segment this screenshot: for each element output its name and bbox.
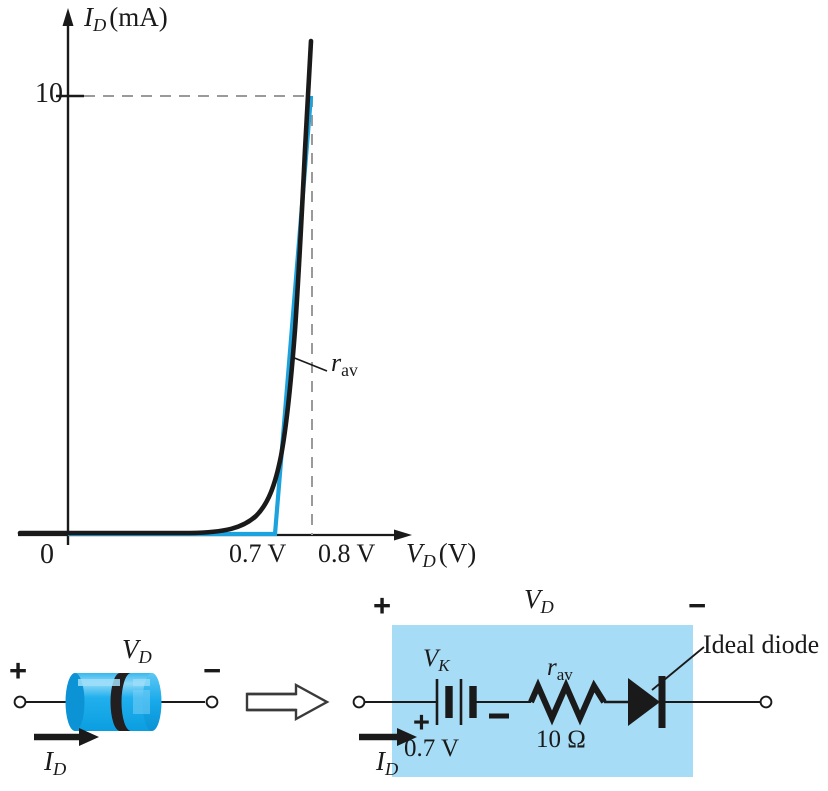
series-piecewise-linear-approximation xyxy=(68,95,314,537)
right-plus-sign: + xyxy=(373,588,392,623)
resistor-symbol-label: rav xyxy=(547,655,573,683)
chart-plot-area xyxy=(17,8,412,545)
right-circuit xyxy=(352,625,773,777)
right-voltage-var: V xyxy=(524,584,541,614)
y-axis-label-sub: D xyxy=(93,15,107,36)
right-terminal-minus xyxy=(759,695,773,709)
r-av-annotation: rav xyxy=(331,350,358,380)
right-current-sub: D xyxy=(385,759,399,780)
ideal-diode-callout: Ideal diode xyxy=(703,630,820,659)
x-axis-label-unit: (V) xyxy=(438,538,477,568)
implication-arrow-icon xyxy=(245,682,330,722)
right-voltage-label: VD xyxy=(524,586,554,617)
battery-value-label: 0.7 V xyxy=(404,735,460,762)
y-tick-label-10: 10 xyxy=(35,78,63,109)
left-voltage-sub: D xyxy=(138,647,152,668)
y-axis-label: ID(mA) xyxy=(84,4,168,35)
left-terminal-plus xyxy=(13,695,27,709)
right-current-var: I xyxy=(376,746,385,776)
y-axis xyxy=(62,8,74,545)
y-axis-label-unit: (mA) xyxy=(109,2,168,32)
battery-symbol-label: VK xyxy=(423,646,450,674)
battery-symbol-sub: K xyxy=(438,655,450,675)
left-plus-sign: + xyxy=(9,653,28,688)
series-actual-characteristic xyxy=(17,38,314,536)
ideal-diode-icon xyxy=(628,676,773,728)
resistor-value-label: 10 Ω xyxy=(536,726,586,753)
x-axis-label: VD(V) xyxy=(406,540,476,571)
right-current-label: ID xyxy=(376,748,398,779)
r-av-leader-line xyxy=(291,356,328,372)
x-tick-label-0p7: 0.7 V xyxy=(229,539,287,568)
left-current-var: I xyxy=(44,746,53,776)
right-terminal-plus xyxy=(352,695,366,709)
y-axis-label-var: I xyxy=(84,2,93,32)
ideal-diode-leader-line xyxy=(651,646,705,691)
battery-plus-sign: + xyxy=(413,707,430,739)
left-current-label: ID xyxy=(44,748,66,779)
right-voltage-sub: D xyxy=(540,597,554,618)
r-av-annotation-sub: av xyxy=(341,359,358,380)
left-voltage-var: V xyxy=(122,634,139,664)
origin-label: 0 xyxy=(40,539,54,570)
diode-body-icon xyxy=(65,673,162,731)
right-current-arrow-icon xyxy=(359,728,417,746)
left-minus-sign: − xyxy=(203,653,222,688)
x-tick-label-0p8: 0.8 V xyxy=(318,539,376,568)
resistor-symbol-sub: av xyxy=(556,664,573,684)
left-current-arrow-icon xyxy=(34,728,99,746)
battery-icon xyxy=(435,679,531,725)
battery-symbol-var: V xyxy=(423,645,439,672)
x-axis-label-var: V xyxy=(406,538,423,568)
left-voltage-label: VD xyxy=(122,636,152,667)
x-axis-label-sub: D xyxy=(422,551,436,572)
left-circuit xyxy=(13,673,219,746)
resistor-symbol-var: r xyxy=(547,654,557,681)
right-minus-sign: − xyxy=(688,588,707,623)
left-terminal-minus xyxy=(205,695,219,709)
left-current-sub: D xyxy=(53,759,67,780)
r-av-annotation-var: r xyxy=(331,348,342,377)
